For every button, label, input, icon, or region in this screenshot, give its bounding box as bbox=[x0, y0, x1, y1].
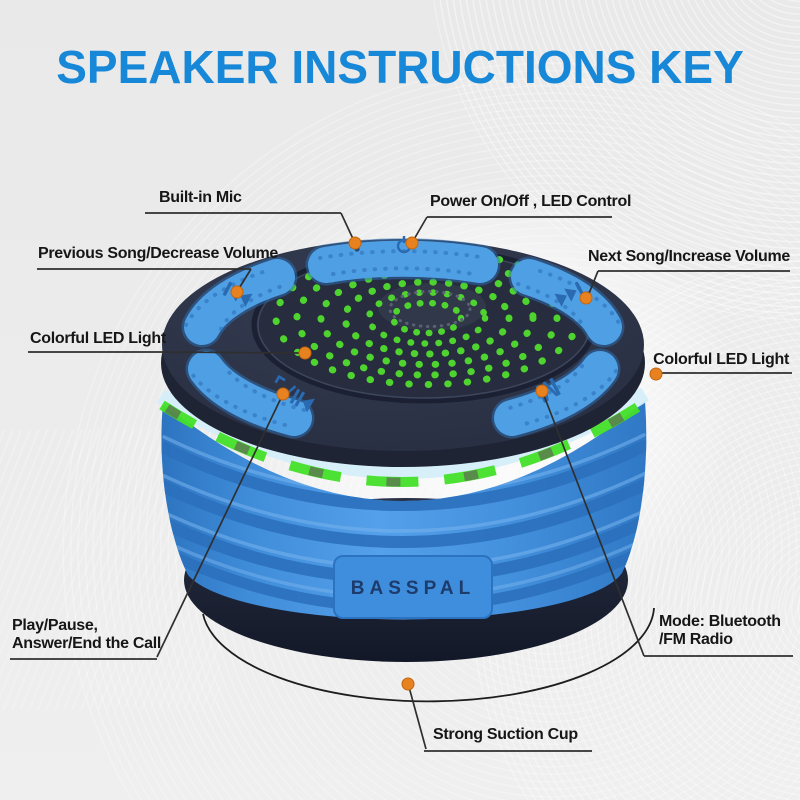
callout-colorful-led-right: Colorful LED Light bbox=[653, 351, 789, 368]
brand-text: BASSPAL bbox=[351, 578, 475, 599]
page-title: SPEAKER INSTRUCTIONS KEY bbox=[56, 41, 744, 93]
callout-line-mic bbox=[145, 212, 355, 242]
next-track-icon bbox=[554, 281, 585, 307]
callout-line-power bbox=[412, 216, 612, 242]
play-dot bbox=[276, 387, 290, 401]
callout-dots bbox=[230, 236, 663, 691]
previous-button bbox=[184, 259, 295, 345]
callout-line-led-left bbox=[28, 351, 302, 354]
callout-line-mode bbox=[542, 392, 793, 657]
led-right-dot bbox=[649, 367, 663, 381]
callout-mode: Mode: Bluetooth /FM Radio bbox=[659, 613, 781, 649]
suction-cup-arc bbox=[202, 607, 655, 703]
callout-colorful-led-left: Colorful LED Light bbox=[30, 330, 166, 347]
mode-dot bbox=[535, 384, 549, 398]
suction-dot bbox=[401, 677, 415, 691]
next-dot bbox=[579, 291, 593, 305]
callout-play-line1: Play/Pause, bbox=[12, 617, 98, 634]
callout-built-in-mic: Built-in Mic bbox=[159, 189, 242, 206]
callout-line-suction bbox=[408, 686, 592, 752]
button-arcs bbox=[181, 238, 625, 439]
callout-line-next bbox=[587, 270, 790, 297]
mode-button bbox=[494, 351, 618, 436]
mic-dot bbox=[348, 236, 362, 250]
previous-dot bbox=[230, 285, 244, 299]
play-pause-button bbox=[188, 351, 312, 436]
callout-suction-cup: Strong Suction Cup bbox=[433, 726, 578, 743]
button-grip-dots bbox=[184, 249, 622, 427]
callout-mode-line2: /FM Radio bbox=[659, 630, 733, 648]
callout-previous-song: Previous Song/Decrease Volume bbox=[38, 245, 278, 262]
callout-mode-line1: Mode: Bluetooth bbox=[659, 613, 781, 630]
power-button bbox=[308, 240, 498, 283]
callout-play-line2: Answer/End the Call bbox=[12, 634, 161, 652]
callout-power-led-control: Power On/Off , LED Control bbox=[430, 193, 632, 210]
led-left-dot bbox=[298, 346, 312, 360]
brand-plate: BASSPAL bbox=[333, 555, 493, 619]
callout-line-play bbox=[10, 395, 283, 660]
next-button bbox=[511, 259, 622, 345]
callout-lines bbox=[10, 212, 793, 752]
power-dot bbox=[405, 236, 419, 250]
callout-play-pause: Play/Pause, Answer/End the Call bbox=[12, 617, 161, 653]
callout-next-song: Next Song/Increase Volume bbox=[587, 248, 790, 265]
